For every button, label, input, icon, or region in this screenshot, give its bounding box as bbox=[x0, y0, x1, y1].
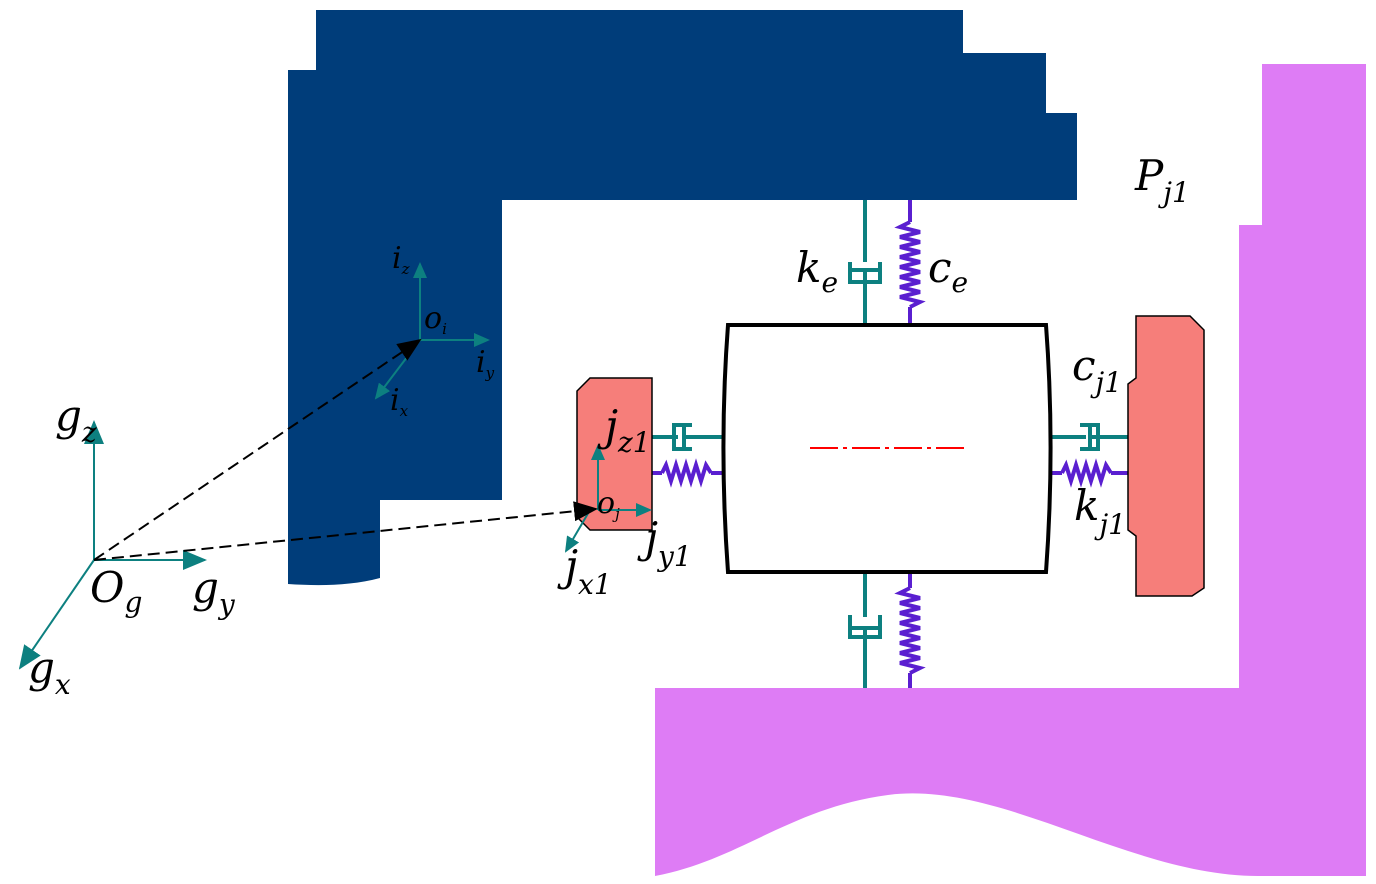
label-kj1: kj1 bbox=[1074, 481, 1126, 541]
damper-left bbox=[652, 423, 724, 451]
outer-frame bbox=[655, 64, 1366, 876]
label-ce: ce bbox=[928, 243, 968, 299]
label-gz: gz bbox=[55, 391, 97, 449]
label-iy: iy bbox=[476, 345, 495, 382]
bearing-left bbox=[576, 377, 653, 531]
bearing-right bbox=[1127, 315, 1205, 597]
spring-left bbox=[652, 458, 724, 488]
label-oi: oi bbox=[424, 301, 447, 338]
damper-bottom bbox=[848, 572, 882, 688]
label-gy: gy bbox=[192, 563, 236, 621]
position-vector-i bbox=[93, 338, 422, 561]
housing bbox=[288, 10, 1077, 586]
label-cj1: cj1 bbox=[1072, 341, 1122, 399]
spring-ce bbox=[894, 200, 926, 325]
spring-bottom bbox=[894, 572, 926, 688]
label-oj: oj bbox=[597, 486, 620, 523]
label-pj1: Pj1 bbox=[1134, 151, 1190, 209]
label-jy1: jy1 bbox=[637, 513, 692, 573]
label-ke: ke bbox=[796, 243, 838, 299]
label-jx1: jx1 bbox=[557, 541, 612, 601]
label-ix: ix bbox=[390, 383, 409, 420]
label-gx: gx bbox=[28, 643, 71, 701]
damper-cj1 bbox=[1050, 423, 1128, 451]
damper-ke bbox=[848, 200, 882, 325]
label-iz: iz bbox=[392, 241, 410, 278]
global-axes bbox=[18, 420, 207, 670]
label-og: Og bbox=[90, 563, 142, 619]
position-vector-j bbox=[93, 501, 598, 561]
spring-kj1 bbox=[1050, 458, 1128, 488]
